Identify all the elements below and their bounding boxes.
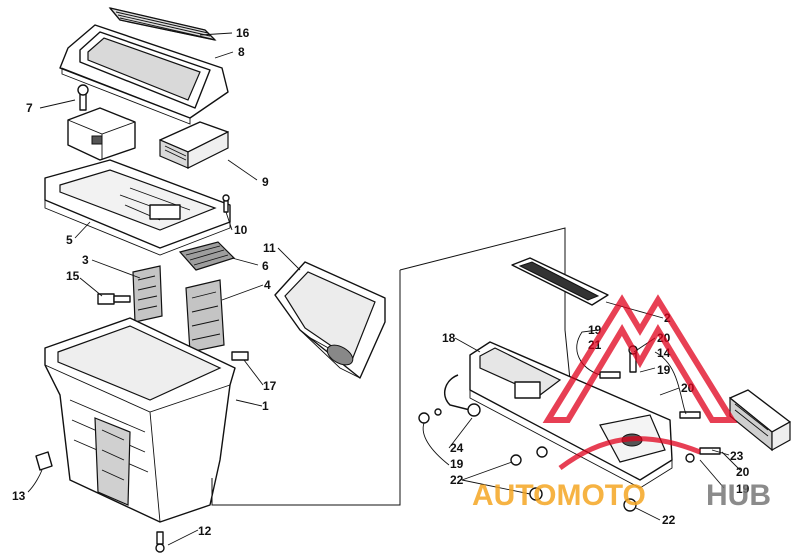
gasket-3 bbox=[132, 265, 163, 323]
leader-lines bbox=[27, 32, 741, 546]
bolt-10 bbox=[222, 194, 230, 213]
clip-13 bbox=[35, 451, 53, 471]
callout-12: 12 bbox=[198, 524, 212, 538]
callout-19b: 19 bbox=[657, 363, 671, 377]
callout-23: 23 bbox=[730, 449, 744, 463]
watermark-logo-icon bbox=[542, 294, 738, 471]
filter-tray bbox=[44, 159, 231, 256]
watermark-text: AUTOMOTO HUB bbox=[472, 479, 771, 512]
callout-18: 18 bbox=[442, 331, 456, 345]
top-cover bbox=[59, 24, 229, 125]
callout-8: 8 bbox=[238, 45, 245, 59]
filter-pad-23 bbox=[729, 389, 791, 452]
watermark-part-2: HUB bbox=[706, 479, 771, 512]
callout-4: 4 bbox=[264, 278, 271, 292]
callout-19c: 19 bbox=[450, 457, 464, 471]
intake-duct bbox=[274, 261, 386, 379]
callout-9: 9 bbox=[262, 175, 269, 189]
electronic-module bbox=[67, 84, 136, 161]
cover-frame bbox=[511, 257, 609, 306]
callout-11: 11 bbox=[263, 241, 276, 255]
callout-10: 10 bbox=[234, 223, 248, 237]
callout-15: 15 bbox=[66, 269, 80, 283]
callout-19d: 19 bbox=[736, 482, 750, 496]
callout-22b: 22 bbox=[662, 513, 676, 527]
callout-17: 17 bbox=[263, 379, 277, 393]
callout-24: 24 bbox=[450, 441, 464, 455]
watermark-logo-mark bbox=[542, 294, 738, 423]
foam-pad bbox=[178, 241, 236, 271]
main-housing bbox=[44, 317, 236, 553]
watermark-part-1: AUTOMOTO bbox=[472, 479, 646, 512]
callout-1: 1 bbox=[262, 399, 269, 413]
filter-grille bbox=[108, 7, 217, 42]
callout-22a: 22 bbox=[450, 473, 464, 487]
fastener-15 bbox=[97, 293, 131, 305]
callout-16: 16 bbox=[236, 26, 250, 40]
callout-7: 7 bbox=[26, 101, 33, 115]
callout-6: 6 bbox=[262, 259, 269, 273]
callout-20c: 20 bbox=[736, 465, 750, 479]
callout-13: 13 bbox=[12, 489, 26, 503]
callout-3: 3 bbox=[82, 253, 89, 267]
cable-24 bbox=[418, 374, 481, 424]
watermark-swoosh bbox=[558, 436, 701, 471]
gasket-4 bbox=[185, 279, 225, 353]
filter-element bbox=[159, 121, 229, 169]
assembly-guide bbox=[211, 227, 566, 506]
callout-5: 5 bbox=[66, 233, 73, 247]
fastener-17 bbox=[231, 351, 249, 361]
